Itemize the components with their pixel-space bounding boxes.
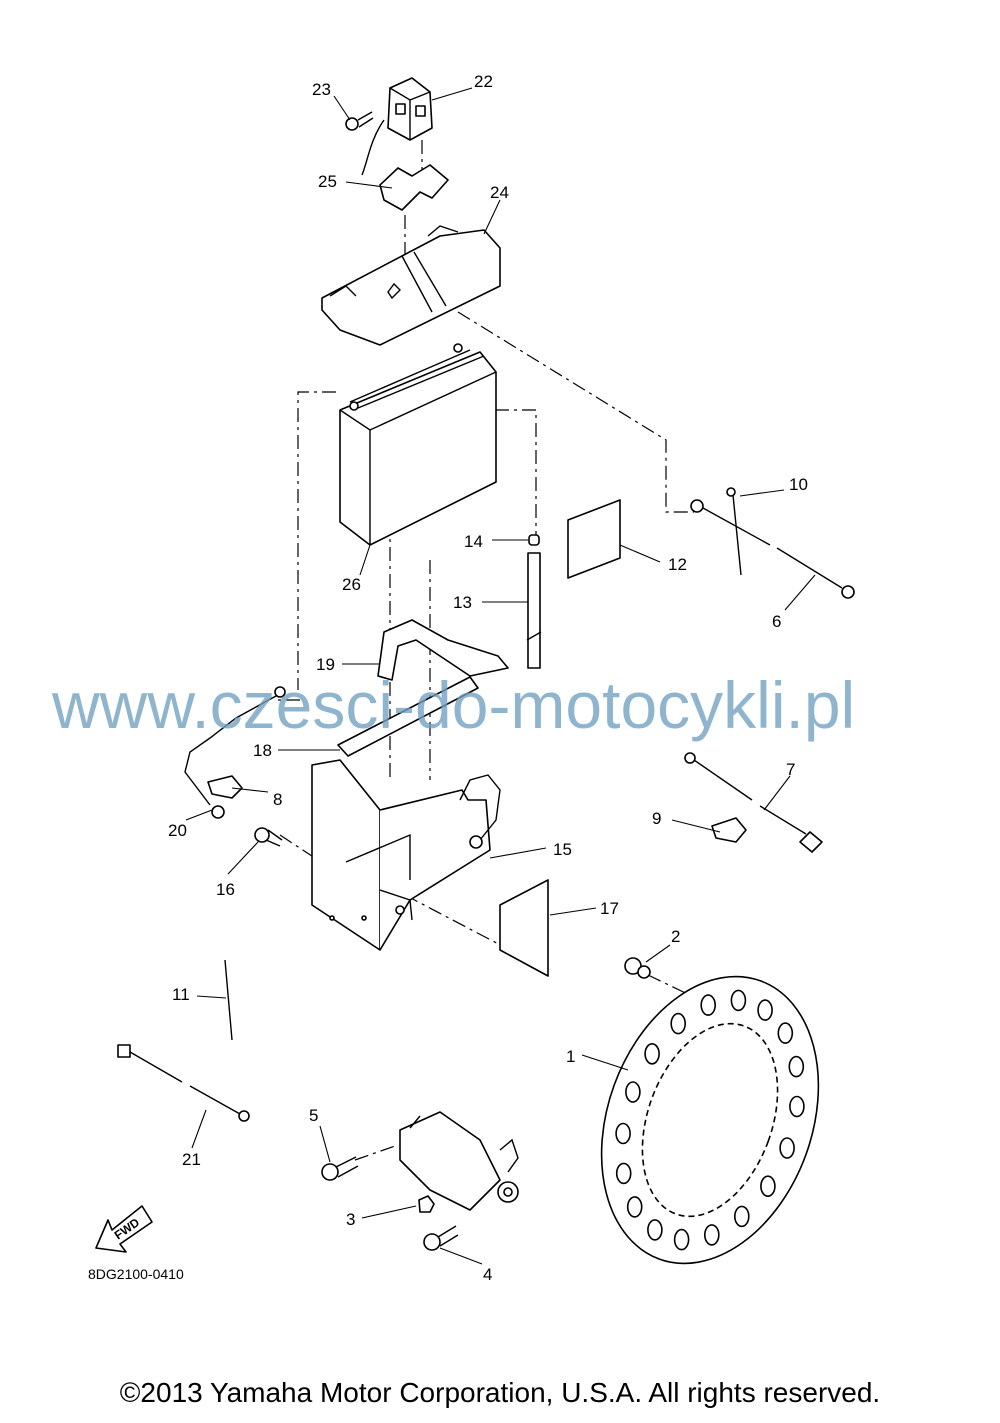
- callout-21: 21: [182, 1150, 201, 1169]
- rotor-hole: [625, 1081, 641, 1103]
- rotor-hole: [615, 1162, 632, 1185]
- starter-bolt-4: [423, 1225, 459, 1251]
- callout-1: 1: [566, 1047, 575, 1066]
- rotor-hole: [789, 1095, 805, 1118]
- hose-clamp: [528, 534, 540, 546]
- callout-26: 26: [342, 575, 361, 594]
- minus-lead: [184, 686, 286, 819]
- starter-nut: [418, 1195, 435, 1213]
- diagram-code: 8DG2100-0410: [88, 1266, 184, 1282]
- callout-16: 16: [216, 880, 235, 899]
- callout-22: 22: [474, 72, 493, 91]
- callout-20: 20: [168, 821, 187, 840]
- callout-numbers: 1 2 3 4 5 6 7 8 9 10 11 12 13 14 15 16 1…: [168, 72, 808, 1284]
- starter-bolt-5: [321, 1156, 359, 1181]
- relay-bracket: [379, 164, 449, 211]
- rotor-hole: [644, 1043, 660, 1065]
- box-bolt: [254, 827, 283, 847]
- rotor-hole: [760, 1175, 776, 1197]
- rotor-hole: [757, 999, 773, 1021]
- rotor-hole: [615, 1122, 631, 1145]
- callout-3: 3: [346, 1210, 355, 1229]
- copyright-notice: ©2013 Yamaha Motor Corporation, U.S.A. A…: [119, 1377, 881, 1408]
- rotor-hole: [730, 989, 747, 1012]
- box-pad: [499, 879, 549, 977]
- callout-8: 8: [273, 790, 282, 809]
- sub-lead: [117, 1044, 250, 1122]
- callout-5: 5: [309, 1106, 318, 1125]
- callout-9: 9: [652, 809, 661, 828]
- lead-clamp: [207, 775, 243, 799]
- plus-lead: [684, 752, 823, 853]
- callout-4: 4: [483, 1265, 492, 1284]
- battery-pad: [567, 499, 621, 579]
- callout-15: 15: [553, 840, 572, 859]
- callout-17: 17: [600, 899, 619, 918]
- callout-6: 6: [772, 612, 781, 631]
- rotor-hole: [779, 1137, 795, 1159]
- callout-2: 2: [671, 927, 680, 946]
- starter-relay: [361, 77, 433, 176]
- fwd-arrow-icon: FWD: [95, 1205, 153, 1253]
- breather-hose: [526, 552, 542, 669]
- relay-bolt: [345, 111, 374, 131]
- callout-11: 11: [172, 985, 190, 1004]
- cable-clamp: [711, 817, 747, 843]
- rotor-hole: [703, 1224, 720, 1246]
- battery-cover: [321, 225, 501, 346]
- battery-sheet: [337, 676, 479, 757]
- callout-25: 25: [318, 172, 337, 191]
- battery-band: [377, 619, 509, 681]
- cable-tie: [224, 959, 233, 1041]
- rotor-hole: [670, 1012, 687, 1035]
- rotor-hole: [673, 1228, 690, 1251]
- callout-10: 10: [789, 475, 808, 494]
- starter-motor: [399, 1111, 519, 1213]
- rotor-hole: [700, 994, 717, 1016]
- rotor-hole: [626, 1196, 643, 1218]
- watermark-text: www.czesci-do-motocykli.pl: [51, 668, 855, 742]
- sprocket-bolt: [624, 957, 651, 979]
- callout-12: 12: [668, 555, 687, 574]
- rotor-hole: [647, 1219, 663, 1241]
- rotor-hole: [777, 1022, 794, 1044]
- callout-13: 13: [453, 593, 472, 612]
- callout-18: 18: [253, 741, 272, 760]
- rotor-hole: [733, 1205, 750, 1228]
- callout-23: 23: [312, 80, 331, 99]
- callout-24: 24: [490, 183, 509, 202]
- callout-14: 14: [464, 532, 483, 551]
- callout-7: 7: [786, 760, 795, 779]
- rotor-ring: [600, 975, 820, 1265]
- battery-box: [311, 759, 501, 951]
- battery: [339, 343, 497, 546]
- leader-lines: [185, 87, 816, 1265]
- rotor-holes: [615, 989, 805, 1251]
- callout-19: 19: [316, 655, 335, 674]
- band-cable: [690, 487, 855, 599]
- rotor-hole: [788, 1055, 805, 1078]
